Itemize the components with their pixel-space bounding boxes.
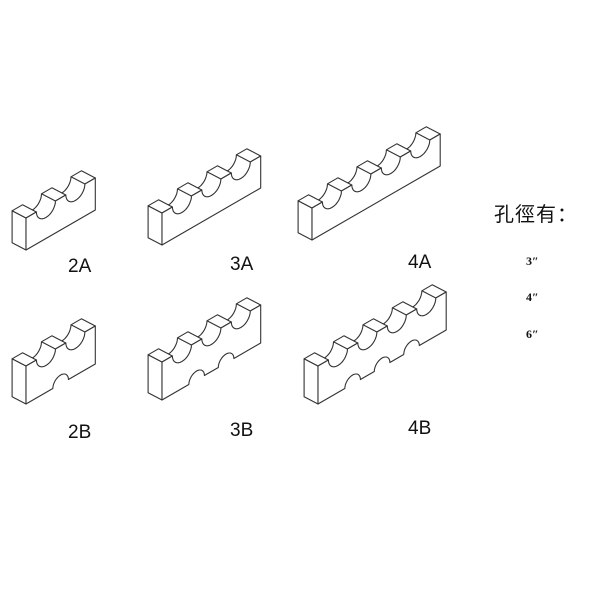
hole-diameter-title: 孔徑有： (494, 202, 578, 226)
block-end-face (11, 358, 27, 405)
size-4in: 4″ (526, 290, 539, 304)
label-4a: 4A (408, 252, 432, 273)
label-2b: 2B (68, 422, 92, 443)
size-3in: 3″ (526, 254, 539, 268)
block-front-face (317, 291, 447, 405)
block-front-face (161, 155, 262, 246)
block-front-face (25, 177, 96, 251)
label-3b: 3B (230, 420, 254, 441)
size-6in: 6″ (526, 327, 539, 341)
label-4b: 4B (408, 418, 432, 439)
block-front-face (25, 325, 96, 405)
label-2a: 2A (68, 256, 92, 277)
block-end-face (303, 358, 319, 405)
block-front-face (161, 304, 262, 401)
block-end-face (147, 354, 163, 401)
block-front-face (311, 133, 441, 241)
label-3a: 3A (230, 254, 254, 275)
